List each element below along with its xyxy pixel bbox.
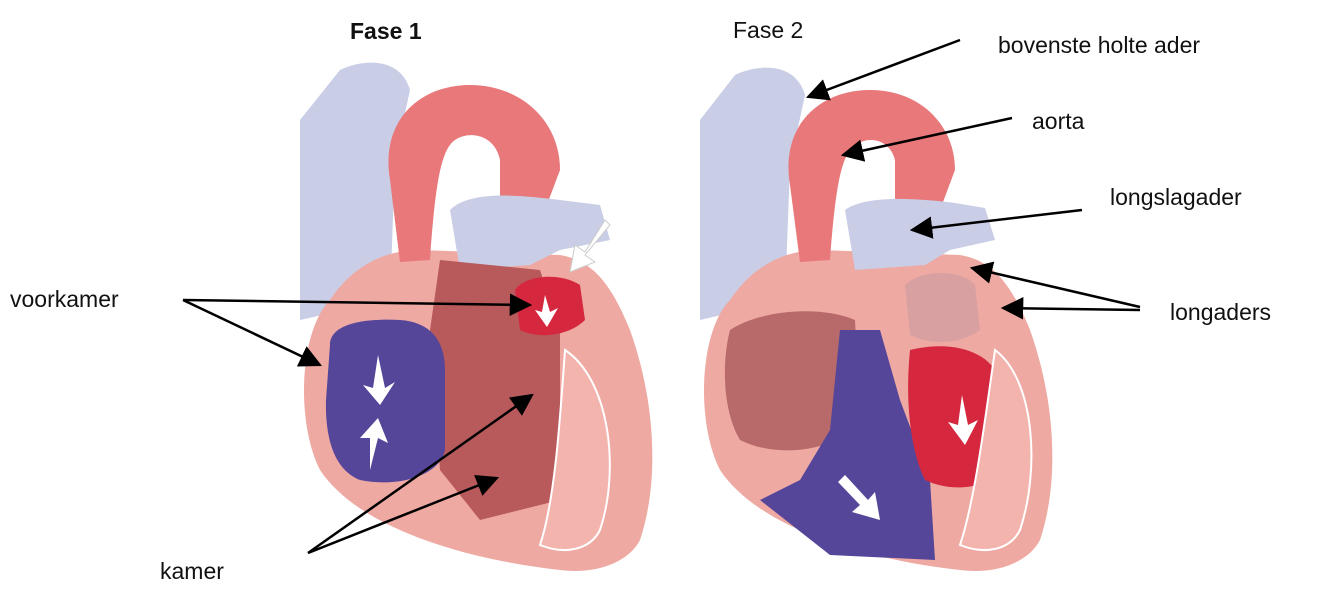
phase-2-title: Fase 2 xyxy=(733,19,803,42)
label-longaders: longaders xyxy=(1170,301,1271,324)
arrow-bovenste-holte-ader xyxy=(808,40,960,97)
phase-1-title: Fase 1 xyxy=(350,20,422,43)
label-bovenste-holte-ader: bovenste holte ader xyxy=(998,34,1200,57)
label-kamer: kamer xyxy=(160,560,224,583)
heart-phase-2 xyxy=(700,68,1052,571)
right-atrium-shape xyxy=(326,320,445,483)
label-voorkamer: voorkamer xyxy=(10,288,119,311)
arrow-voorkamer-1 xyxy=(183,300,320,365)
arrow-longaders-2 xyxy=(1003,308,1140,310)
heart-phase-1 xyxy=(300,63,652,571)
left-atrium-shape xyxy=(905,273,980,342)
label-aorta: aorta xyxy=(1032,110,1084,133)
label-longslagader: longslagader xyxy=(1110,186,1242,209)
